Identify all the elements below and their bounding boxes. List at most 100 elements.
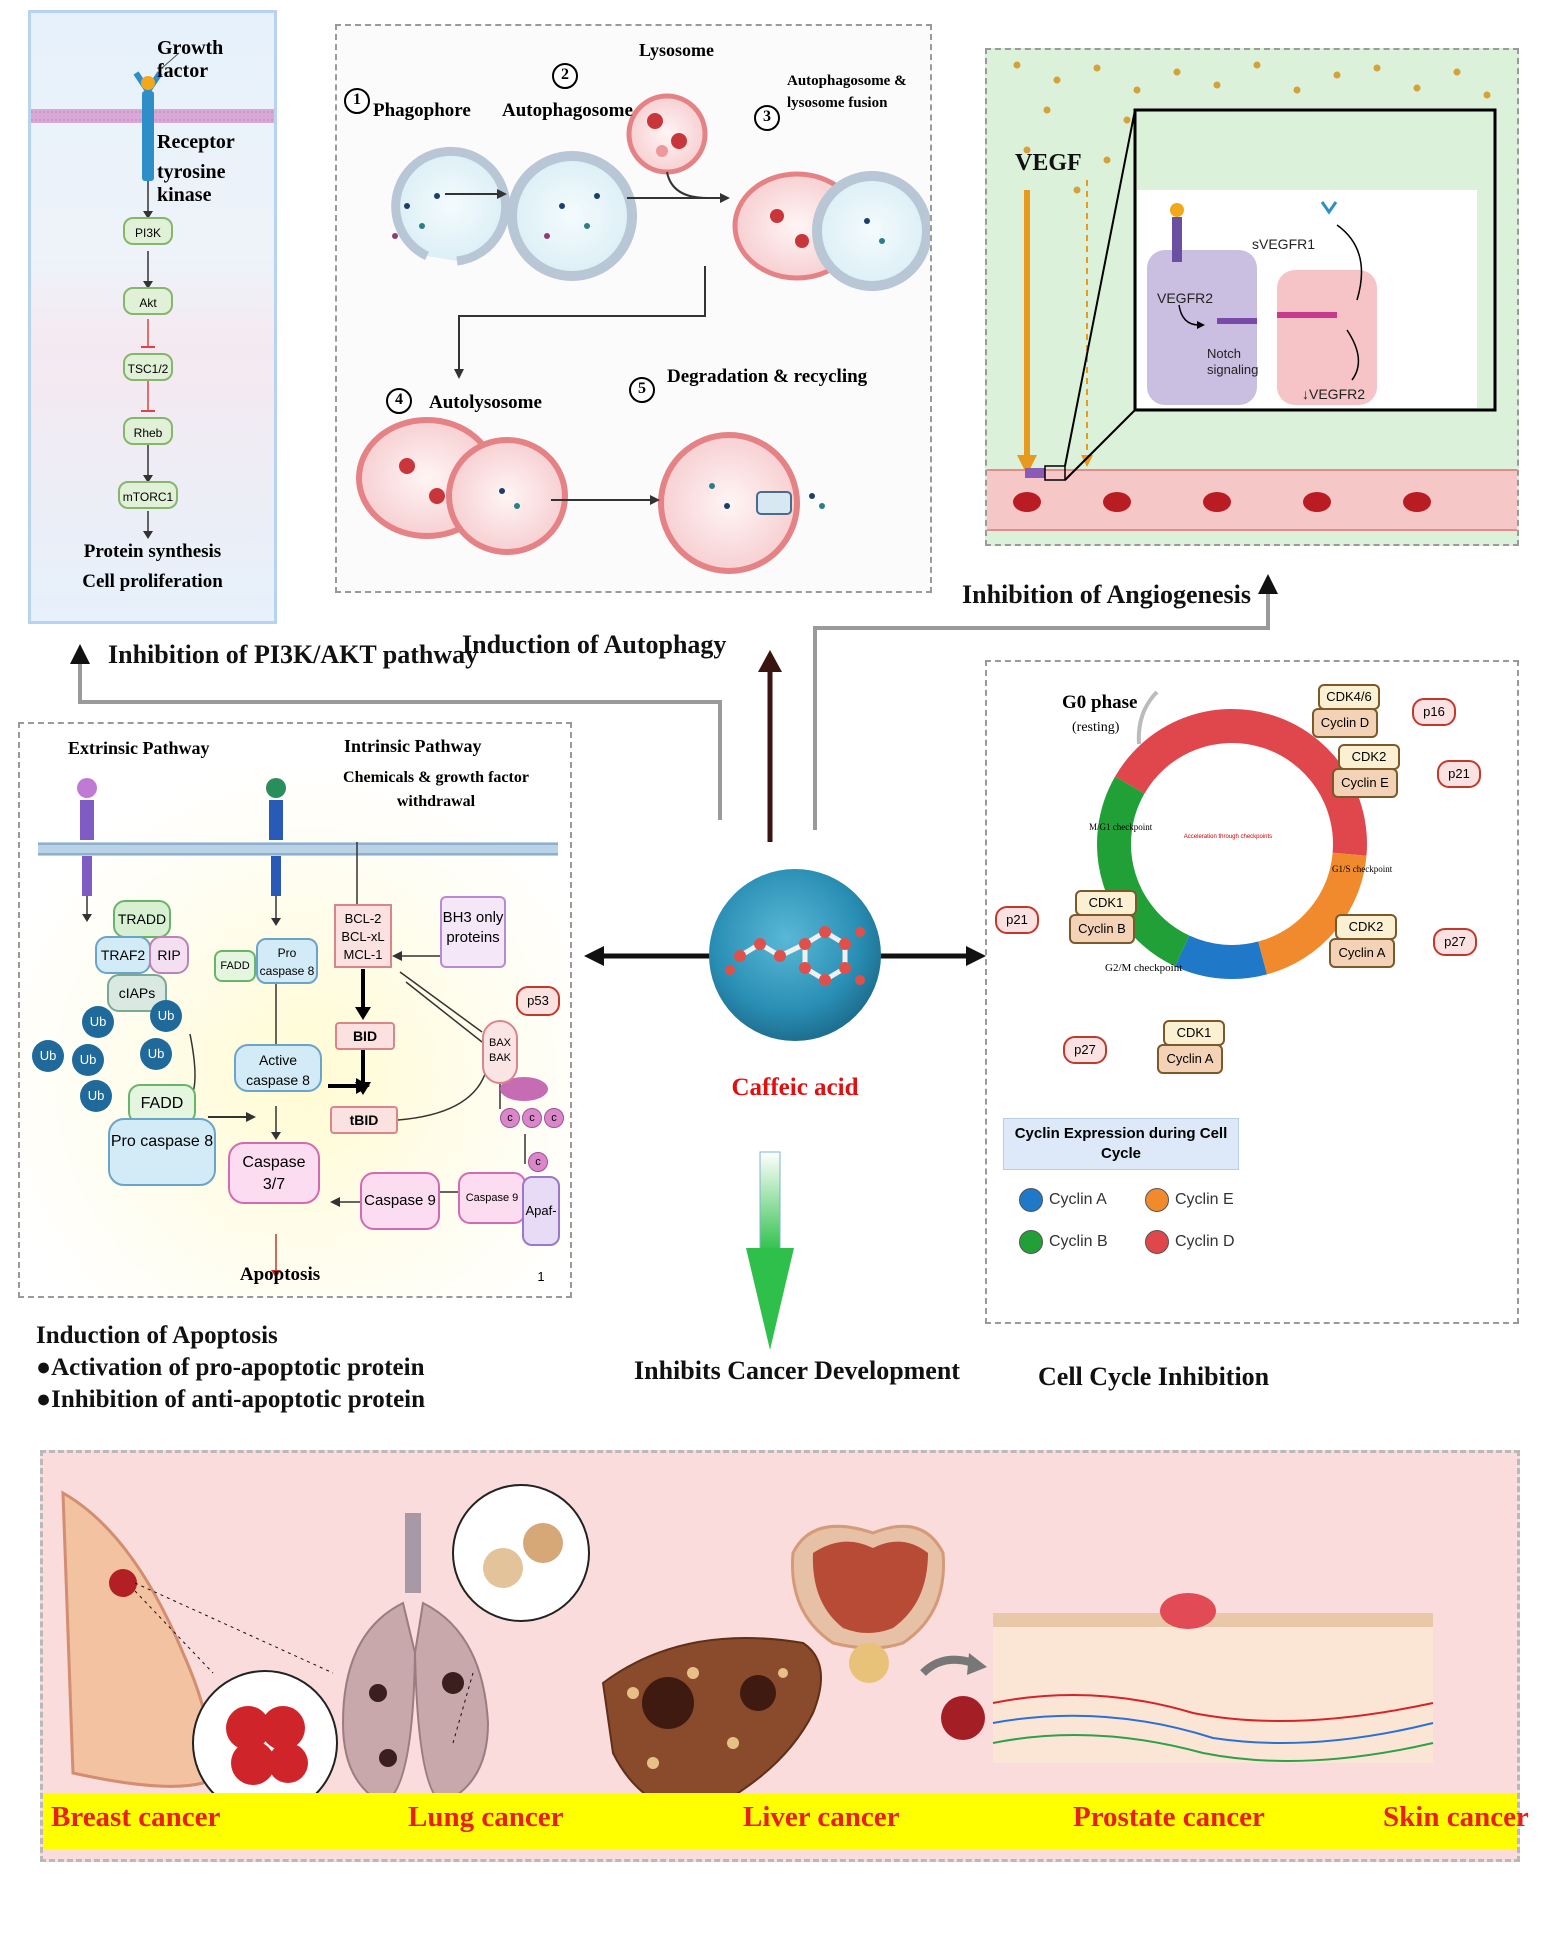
apoptosis-bullet-2: ●Inhibition of anti-apoptotic protein [36,1386,426,1413]
cyclin-label: Cyclin D [1312,708,1378,738]
vegf-particle [1103,156,1111,164]
vegf-particle [1013,61,1021,69]
cyclin-label: Cyclin E [1332,768,1398,798]
inhibitor-p21: p21 [1437,760,1481,788]
vegf-particle [1073,186,1081,194]
receptor-label-2: tyrosine kinase [157,161,226,206]
resting-label: (resting) [1072,720,1120,735]
cancer-label-liver-cancer: Liver cancer [743,1801,900,1833]
apoptosis-bullet-1: ●Activation of pro-apoptotic protein [36,1354,425,1381]
cancer-organ-illustrations [61,1484,1434,1816]
pi3k-caption: Inhibition of PI3K/AKT pathway [108,640,479,669]
degradation-label: Degradation & recycling [667,366,868,387]
cancer-label-lung-cancer: Lung cancer [408,1801,564,1833]
legend-swatch [1145,1188,1169,1212]
inhibits-cancer-label: Inhibits Cancer Development [634,1356,960,1385]
vegf-particle [1213,81,1221,89]
protein-synthesis-label: Protein synthesis [83,541,222,562]
legend-item-cyclin-a: Cyclin A [1019,1188,1107,1212]
cycle-phase-arc [1115,709,1367,856]
vegf-particle [1253,61,1261,69]
pathway-node-akt: Akt [123,287,173,315]
legend-swatch [1019,1230,1043,1254]
cell-cycle-wheel [1097,690,1367,979]
legend-item-cyclin-d: Cyclin D [1145,1230,1235,1254]
legend-item-cyclin-e: Cyclin E [1145,1188,1234,1212]
legend-label: Cyclin E [1175,1191,1234,1208]
fadd-node-small: FADD [214,950,256,982]
vegf-particle [1413,84,1421,92]
autophagosome-label: Autophagosome [502,100,633,121]
inhibitor-p27: p27 [1433,928,1477,956]
legend-swatch [1019,1188,1043,1212]
vegfr2-label: VEGFR2 [1157,290,1214,306]
down-vegfr2-label: ↓VEGFR2 [1302,386,1366,402]
legend-item-cyclin-b: Cyclin B [1019,1230,1108,1254]
lysosome-label: Lysosome [639,40,715,60]
pathway-node-tsc12: TSC1/2 [123,353,173,381]
pathway-node-mtorc1: mTORC1 [118,481,178,509]
vegf-particle [1123,116,1131,124]
pi3k-panel: Growth factor Receptor tyrosine kinase P… [28,10,277,624]
bh3-only-node: BH3 only proteins [440,896,506,968]
cytochrome-c-3: c [544,1108,564,1128]
pro-caspase8-small: Pro caspase 8 [256,938,318,984]
step-5-number: 5 [638,380,646,397]
cancer-label-skin-cancer: Skin cancer [1383,1801,1529,1833]
ubiquitin-4: Ub [72,1044,104,1076]
apoptosis-diagram [38,778,558,1278]
autolysosome-label: Autolysosome [429,392,542,413]
vegf-particle [1043,106,1051,114]
vegf-particle [1483,91,1491,99]
legend-label: Cyclin B [1049,1233,1108,1250]
bax-bak-node: BAX BAK [482,1020,518,1084]
cyclin-label: Cyclin A [1329,938,1395,968]
bid-node: BID [335,1022,395,1050]
vegf-particle [1373,64,1381,72]
legend-swatch [1145,1230,1169,1254]
cycle-phase-arc [1097,776,1190,967]
traf2-node: TRAF2 [95,936,151,974]
cancer-label-breast-cancer: Breast cancer [51,1801,221,1833]
vegf-particle [1293,86,1301,94]
tbid-node: tBID [330,1106,398,1134]
caffeic-acid-molecule-icon [709,869,881,1041]
cancer-label-bar [43,1793,1517,1849]
caffeic-acid-label: Caffeic acid [731,1074,859,1101]
g2m-checkpoint-label: G2/M checkpoint [1105,962,1183,974]
vegf-label: VEGF [1015,150,1082,176]
vegf-particle [1173,68,1181,76]
step-3-number: 3 [763,108,771,125]
apoptosis-caption-title: Induction of Apoptosis [36,1322,278,1349]
angiogenesis-diagram [987,61,1517,531]
apoptosis-label: Apoptosis [239,1264,321,1285]
fusion-label: Autophagosome & lysosome fusion [787,73,907,111]
cyclin-label: Cyclin A [1157,1044,1223,1074]
pro-caspase8-large: Pro caspase 8 [108,1118,216,1186]
rip-node: RIP [149,936,189,974]
legend-label: Cyclin D [1175,1233,1235,1250]
pi3k-pathway-diagram [31,52,274,539]
ubiquitin-6: Ub [80,1080,112,1112]
bcl2-node: BCL-2 BCL-xL MCL-1 [334,904,392,968]
autophagy-caption: Induction of Autophagy [462,630,727,659]
ciaps-node: cIAPs [107,974,167,1012]
g0-arrow [1136,690,1159,745]
apoptosis-bullet-2-text: Inhibition of anti-apoptotic protein [51,1386,426,1413]
intrinsic-pathway-label: Intrinsic Pathway [344,736,482,756]
ubiquitin-5: Ub [140,1038,172,1070]
acceleration-label: Acceleration through checkpoints [1183,834,1273,840]
autophagy-panel: 1 2 3 4 5 Phagophore Autophagosome Lysos… [335,24,932,593]
cytochrome-c-1: c [500,1108,520,1128]
apaf1-node: Apaf-1 [522,1176,560,1284]
phagophore-label: Phagophore [373,100,471,121]
connector-arrows [70,574,1278,1350]
vegf-particle [1133,86,1141,94]
cyclin-label: Cyclin B [1069,914,1135,944]
